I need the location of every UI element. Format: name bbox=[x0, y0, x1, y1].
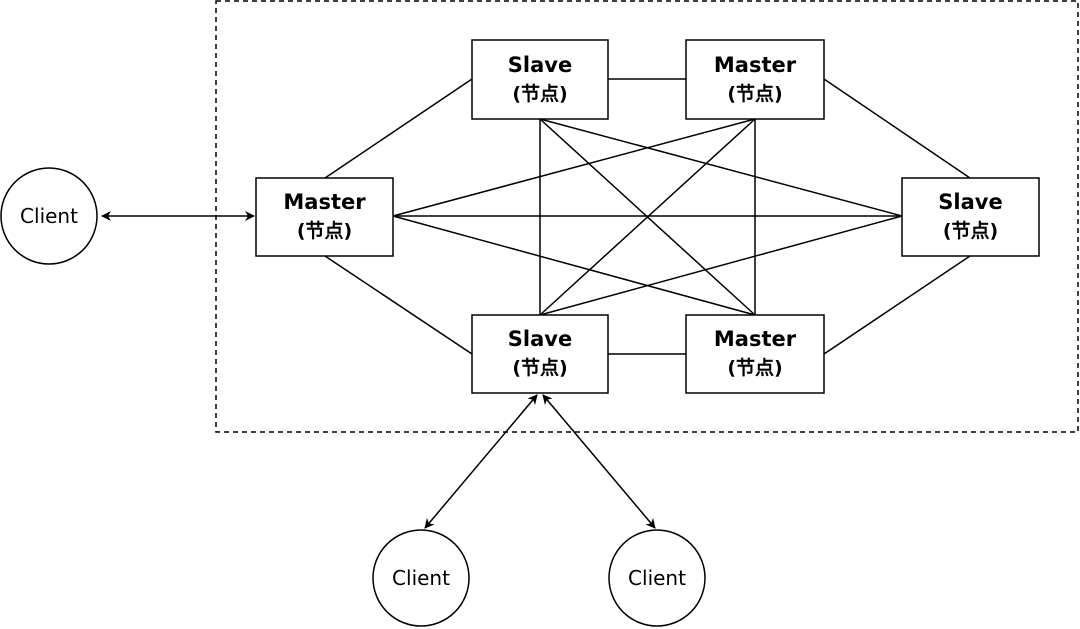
node-sub-label: (节点) bbox=[512, 357, 567, 379]
node-role-label: Slave bbox=[508, 327, 572, 351]
client-bottom-1: Client bbox=[372, 529, 470, 627]
connection-line bbox=[539, 118, 756, 316]
node-sub-label: (节点) bbox=[297, 220, 352, 242]
connection-line bbox=[823, 255, 971, 355]
node-bottom-right: Master (节点) bbox=[685, 314, 825, 394]
node-sub-label: (节点) bbox=[727, 83, 782, 105]
node-top-right: Master (节点) bbox=[685, 39, 825, 120]
node-box bbox=[685, 39, 825, 120]
client-circle bbox=[608, 529, 706, 627]
node-role-label: Master bbox=[714, 53, 797, 77]
client-left: Client bbox=[0, 167, 98, 265]
client-bottom-2: Client bbox=[608, 529, 706, 627]
connection-line bbox=[539, 215, 903, 316]
client-link-arrow bbox=[542, 394, 656, 529]
connection-line bbox=[823, 78, 971, 179]
client-circle bbox=[0, 167, 98, 265]
node-left: Master (节点) bbox=[255, 177, 394, 257]
node-sub-label: (节点) bbox=[512, 83, 567, 105]
node-right: Slave (节点) bbox=[901, 177, 1040, 257]
node-sub-label: (节点) bbox=[943, 220, 998, 242]
connection-line bbox=[324, 255, 473, 355]
node-box bbox=[471, 314, 609, 394]
client-circle bbox=[372, 529, 470, 627]
node-box bbox=[685, 314, 825, 394]
client-label: Client bbox=[20, 204, 78, 228]
node-role-label: Slave bbox=[938, 190, 1002, 214]
node-sub-label: (节点) bbox=[727, 357, 782, 379]
connection-line bbox=[324, 78, 473, 179]
client-link-arrow bbox=[424, 394, 538, 529]
node-top-left: Slave (节点) bbox=[471, 39, 609, 120]
node-role-label: Slave bbox=[508, 53, 572, 77]
node-connections bbox=[324, 78, 971, 355]
connection-line bbox=[539, 118, 903, 217]
node-box bbox=[255, 177, 394, 257]
node-role-label: Master bbox=[714, 327, 797, 351]
connection-line bbox=[392, 215, 756, 316]
client-links bbox=[101, 211, 656, 529]
node-box bbox=[901, 177, 1040, 257]
node-role-label: Master bbox=[283, 190, 366, 214]
client-label: Client bbox=[392, 566, 450, 590]
client-label: Client bbox=[628, 566, 686, 590]
node-bottom-left: Slave (节点) bbox=[471, 314, 609, 394]
node-box bbox=[471, 39, 609, 120]
connection-line bbox=[392, 118, 756, 217]
